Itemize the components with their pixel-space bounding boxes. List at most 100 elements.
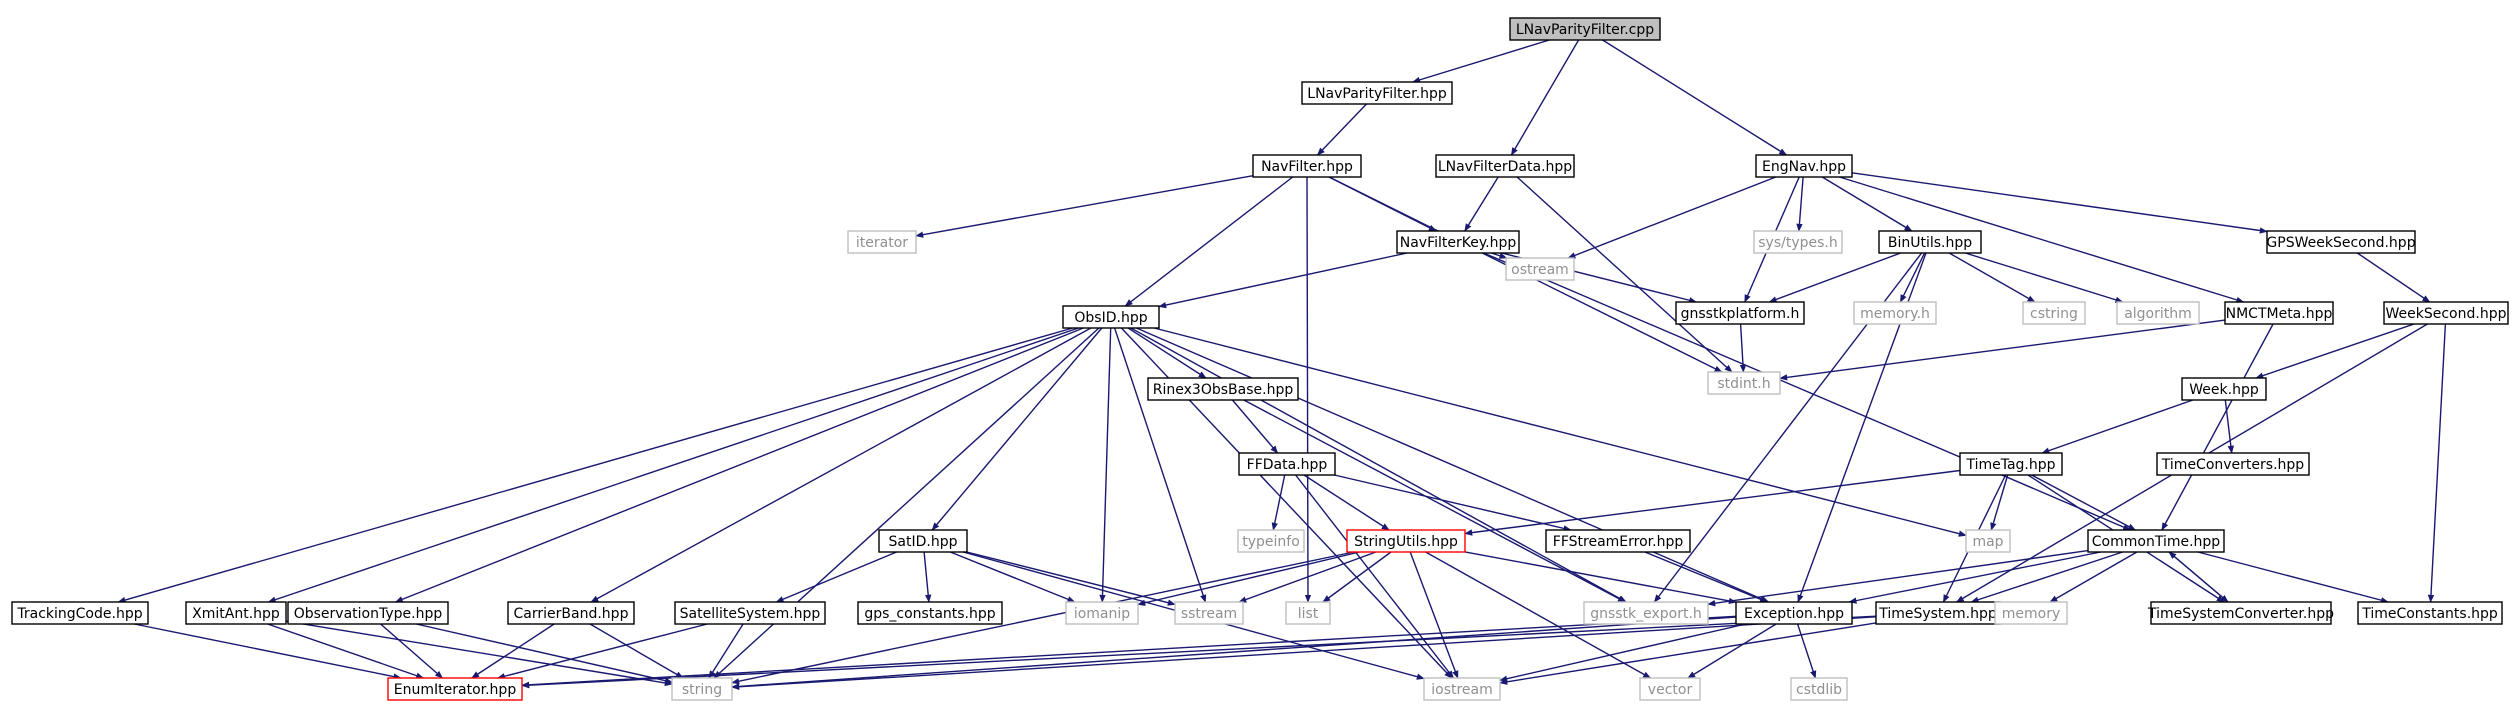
node-carrierband-hpp[interactable]: CarrierBand.hpp [507,601,635,625]
node-xmitant-hpp[interactable]: XmitAnt.hpp [185,601,287,625]
node-trackingcode-hpp[interactable]: TrackingCode.hpp [11,601,149,625]
node-weeksecond-hpp[interactable]: WeekSecond.hpp [2383,301,2509,325]
edge-line [1303,474,1390,531]
edge-obsid-hpp-to-xmitant-hpp [267,327,1079,603]
edge-carrierband-hpp-to-string [589,623,684,679]
node-box [1755,154,1853,178]
node-label: CommonTime.hpp [2092,534,2221,550]
node-gps-constants-hpp[interactable]: gps_constants.hpp [857,601,1003,625]
node-box [2150,601,2332,625]
edge-line [1158,252,1408,309]
node-satellitesystem-hpp[interactable]: SatelliteSystem.hpp [674,601,826,625]
edge-ffstreamerror-hpp-to-exception-hpp [1644,551,1768,603]
node-box [1509,17,1661,41]
node-gpsweeksecond-hpp[interactable]: GPSWeekSecond.hpp [2266,230,2416,254]
edge-exception-hpp-to-vector [1687,623,1777,679]
edge-obsid-hpp-to-carrierband-hpp [590,327,1092,603]
edge-line [1602,39,1788,156]
node-box [1959,452,2063,476]
edge-obsid-hpp-to-exception-hpp [1136,327,1770,603]
edge-lnavfilterdata-hpp-to-stdint-h [1516,176,1733,373]
node-satid-hpp[interactable]: SatID.hpp [878,529,968,553]
node-lnavparityfilter-hpp[interactable]: LNavParityFilter.hpp [1301,81,1453,105]
edge-ffdata-hpp-to-ffstreamerror-hpp [1334,474,1572,532]
node-rinex3obsbase-hpp[interactable]: Rinex3ObsBase.hpp [1147,377,1299,401]
node-box [1346,529,1466,553]
node-navfilter-hpp[interactable]: NavFilter.hpp [1252,154,1362,178]
node-timeconverters-hpp[interactable]: TimeConverters.hpp [2156,452,2310,476]
edge-ffdata-hpp-to-typeinfo [1271,474,1286,531]
node-label: BinUtils.hpp [1888,235,1972,251]
node-commontime-hpp[interactable]: CommonTime.hpp [2087,529,2225,553]
edge-line [2161,323,2274,531]
node-ffdata-hpp[interactable]: FFData.hpp [1238,452,1336,476]
node-box [1238,452,1336,476]
node-navfilterkey-hpp[interactable]: NavFilterKey.hpp [1396,230,1520,254]
edge-stringutils-hpp-to-vector [1425,551,1652,679]
node-label: TrackingCode.hpp [16,606,142,622]
node-enumiterator-hpp[interactable]: EnumIterator.hpp [387,677,523,701]
edge-line [590,327,1092,603]
node-label: ostream [1511,262,1569,278]
node-week-hpp[interactable]: Week.hpp [2181,377,2267,401]
node-lnavfilterdata-hpp[interactable]: LNavFilterData.hpp [1435,154,1575,178]
node-lnavparityfilter-cpp[interactable]: LNavParityFilter.cpp [1509,17,1661,41]
edge-satellitesystem-hpp-to-enumiterator-hpp [496,623,708,680]
node-engnav-hpp[interactable]: EngNav.hpp [1755,154,1853,178]
node-sys-types-h: sys/types.h [1753,230,1843,254]
node-label: iomanip [1074,606,1130,622]
node-box [2266,230,2416,254]
edge-commontime-hpp-to-memory [2049,551,2138,603]
node-label: string [682,682,722,698]
edge-engnav-hpp-to-binutils-hpp [1821,176,1913,232]
node-label: FFStreamError.hpp [1553,534,1684,550]
node-timesystemconverter-hpp[interactable]: TimeSystemConverter.hpp [2147,601,2334,625]
edge-satellitesystem-hpp-to-string [708,623,744,679]
edge-stringutils-hpp-to-exception-hpp [1464,551,1737,605]
node-box [387,677,523,701]
edge-line [1316,103,1368,156]
edge-exception-hpp-to-enumiterator-hpp [521,615,1737,688]
node-timeconstants-hpp[interactable]: TimeConstants.hpp [2357,601,2503,625]
node-binutils-hpp[interactable]: BinUtils.hpp [1878,230,1982,254]
edge-line [915,175,1254,238]
node-ffstreamerror-hpp[interactable]: FFStreamError.hpp [1545,529,1691,553]
node-label: sstream [1181,606,1237,622]
node-box [1707,371,1781,395]
edge-gnsstkplatform-h-to-stdint-h [1739,323,1747,373]
node-obsid-hpp[interactable]: ObsID.hpp [1062,305,1160,329]
edge-week-hpp-to-timetag-hpp [2041,399,2194,454]
edge-line [1464,469,1961,536]
edge-line [2168,551,2229,603]
node-exception-hpp[interactable]: Exception.hpp [1735,601,1853,625]
node-label: sys/types.h [1758,235,1837,251]
node-box [2357,601,2503,625]
node-observationtype-hpp[interactable]: ObservationType.hpp [287,601,449,625]
edge-timesystemconverter-hpp-to-commontime-hpp [2168,551,2229,603]
node-box [1147,377,1299,401]
edge-stringutils-hpp-to-string [731,551,1354,685]
node-timesystem-hpp[interactable]: TimeSystem.hpp [1875,601,2001,625]
node-box [1994,601,2068,625]
edge-binutils-hpp-to-cstring [1948,252,2036,303]
node-timetag-hpp[interactable]: TimeTag.hpp [1959,452,2063,476]
edge-weeksecond-hpp-to-timeconstants-hpp [2427,323,2447,603]
edge-line [1412,39,1550,83]
edge-line [134,623,402,680]
edge-stringutils-hpp-to-list [1322,551,1392,603]
edge-trackingcode-hpp-to-enumiterator-hpp [134,623,402,680]
node-box [1965,529,2011,553]
node-box [1545,529,1691,553]
node-layer: LNavParityFilter.cppLNavParityFilter.hpp… [11,17,2509,701]
node-box [1583,601,1709,625]
edge-observationtype-hpp-to-string [416,623,673,684]
node-nmctmeta-hpp[interactable]: NMCTMeta.hpp [2224,301,2334,325]
node-label: list [1298,606,1319,622]
edge-line [1965,252,2124,303]
node-gnsstkplatform-h[interactable]: gnsstkplatform.h [1675,301,1805,325]
node-label: SatelliteSystem.hpp [680,606,821,622]
node-box [2383,301,2509,325]
edge-line [1483,252,2132,531]
node-stringutils-hpp[interactable]: StringUtils.hpp [1346,529,1466,553]
edge-line [775,551,897,603]
